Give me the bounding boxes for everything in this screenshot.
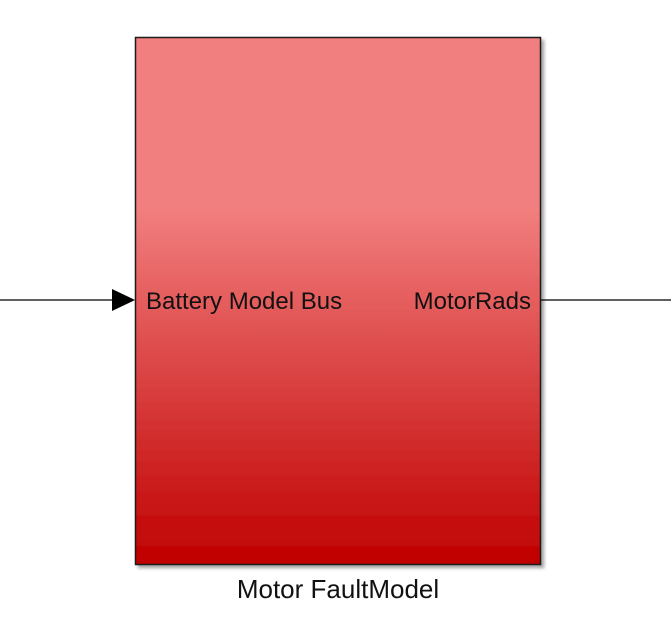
input-port-label: Battery Model Bus: [146, 288, 342, 315]
output-port-label: MotorRads: [414, 288, 531, 315]
input-arrowhead: [112, 289, 135, 311]
block-name-label[interactable]: Motor FaultModel: [236, 574, 440, 604]
motor-fault-model-block[interactable]: [134, 36, 542, 566]
